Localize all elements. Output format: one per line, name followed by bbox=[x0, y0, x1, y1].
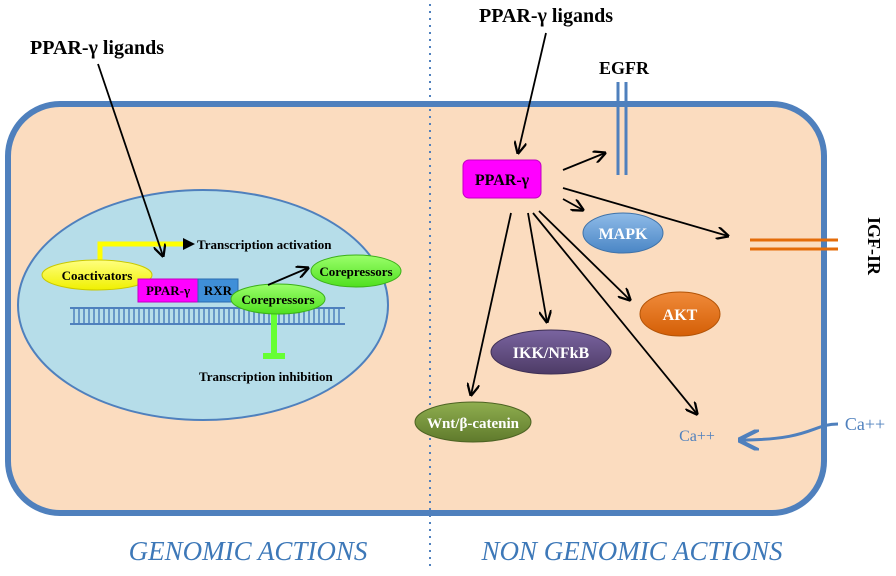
akt-ellipse bbox=[639, 291, 721, 337]
genomic-ligand-arrow bbox=[97, 63, 163, 256]
calcium-inside-label: Ca++ bbox=[679, 428, 715, 445]
rxr-label: RXR bbox=[204, 283, 233, 298]
nucleus-ppar-label: PPAR-γ bbox=[146, 283, 190, 298]
transcription-inhibition-label: Transcription inhibition bbox=[199, 369, 334, 384]
egfr-receptor bbox=[616, 82, 628, 175]
genomic-ligands-label: PPAR-γ ligands bbox=[30, 37, 164, 59]
nongenomic-ligand-arrow bbox=[518, 32, 547, 153]
calcium-outside-label: Ca++ bbox=[845, 414, 885, 434]
arrow-to-akt bbox=[538, 210, 630, 300]
akt-label: AKT bbox=[663, 307, 698, 324]
coactivators-label: Coactivators bbox=[62, 268, 133, 283]
wnt-label: Wnt/β-catenin bbox=[427, 416, 520, 432]
ikk-nfkb-ellipse bbox=[490, 329, 612, 375]
nongenomic-ligands-label: PPAR-γ ligands bbox=[479, 5, 613, 27]
corepressors-bound-ellipse bbox=[230, 283, 326, 315]
arrow-to-igf-ir bbox=[562, 187, 728, 236]
ppar-gamma-label: PPAR-γ bbox=[475, 172, 530, 189]
corepressors-bound-label: Corepressors bbox=[241, 292, 314, 307]
nucleus bbox=[17, 189, 389, 421]
igf-ir-receptor bbox=[750, 238, 838, 251]
transcription-activation-label: Transcription activation bbox=[197, 237, 332, 252]
ikk-nfkb-label: IKK/NFkB bbox=[513, 345, 590, 362]
mapk-ellipse bbox=[582, 212, 664, 254]
genomic-actions-label: GENOMIC ACTIONS bbox=[129, 536, 368, 566]
mapk-label: MAPK bbox=[599, 226, 648, 243]
arrow-to-ikk bbox=[527, 212, 547, 322]
arrow-to-wnt bbox=[471, 212, 512, 395]
coactivators-ellipse bbox=[41, 259, 153, 291]
calcium-influx-arrow bbox=[740, 422, 839, 440]
corepressor-release-arrow bbox=[267, 268, 308, 286]
nongenomic-actions-label: NON GENOMIC ACTIONS bbox=[480, 536, 783, 566]
arrow-to-egfr bbox=[562, 153, 605, 171]
igf-ir-label: IGF-IR bbox=[864, 217, 884, 276]
wnt-ellipse bbox=[414, 401, 532, 443]
egfr-label: EGFR bbox=[599, 58, 650, 78]
arrow-to-calcium bbox=[532, 212, 697, 414]
corepressors-free-label: Corepressors bbox=[319, 264, 392, 279]
rxr-box bbox=[197, 278, 239, 303]
ppar-gamma-box bbox=[462, 159, 542, 199]
arrow-to-mapk bbox=[562, 198, 583, 210]
